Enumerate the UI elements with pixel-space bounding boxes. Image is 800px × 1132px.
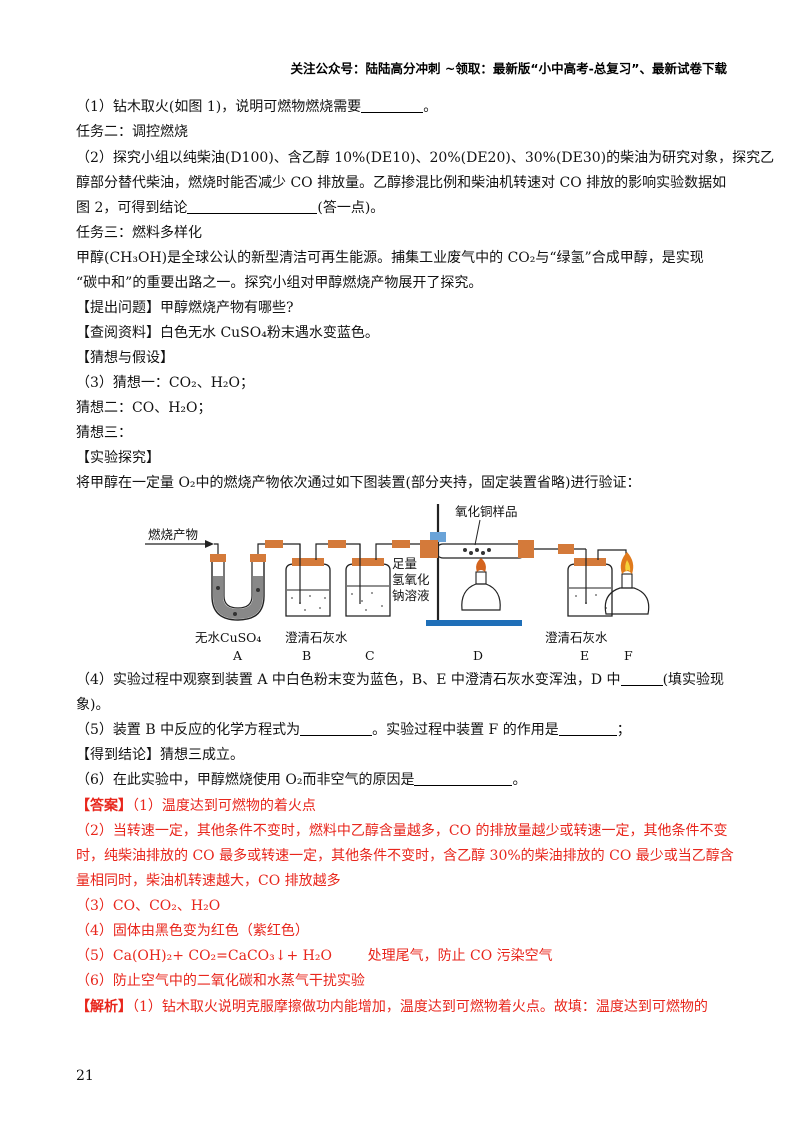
q6-line: （6）在此实验中，甲醇燃烧使用 O₂而非空气的原因是 。 <box>76 770 526 790</box>
alcohol-lamp-f <box>604 552 650 615</box>
bottle-b <box>285 540 361 617</box>
inlet-label: 燃烧产物 <box>148 527 198 542</box>
question-1: （1）钻木取火(如图 1)，说明可燃物燃烧需要 。 <box>76 97 437 117</box>
answer-blank <box>414 771 513 786</box>
label-e-reagent: 澄清石灰水 <box>545 630 608 645</box>
apparatus-diagram: 燃烧产物 足量 氢氧化 钠溶液 <box>145 504 650 663</box>
q5-text: （5）装置 B 中反应的化学方程式为 <box>76 722 301 738</box>
conclusion-heading: 【得到结论】猜想三成立。 <box>76 747 244 763</box>
answer-4: （4）固体由黑色变为红色（紫红色） <box>76 923 309 939</box>
answer-2-line2: 时，纯柴油排放的 CO 最多或转速一定，其他条件不变时，含乙醇 30%的柴油排放… <box>76 848 734 864</box>
guess-2: 猜想二：CO、H₂O； <box>76 400 212 416</box>
q4-line2: 象)。 <box>76 697 110 713</box>
analysis-tag: 【解析】 <box>76 999 132 1015</box>
page-header: 关注公众号：陆陆高分冲刺 ~领取：最新版“小中高考-总复习”、最新试卷下载 <box>290 61 727 76</box>
answer-6: （6）防止空气中的二氧化碳和水蒸气干扰实验 <box>76 973 365 989</box>
q4-end: (填实验现 <box>662 672 725 688</box>
naoh-label-2: 氢氧化 <box>392 572 430 587</box>
q1-end: 。 <box>423 99 438 115</box>
letter-d: D <box>473 648 483 663</box>
letter-a: A <box>232 648 243 663</box>
intro-line1: 甲醇(CH₃OH)是全球公认的新型清洁可再生能源。捕集工业废气中的 CO₂与“绿… <box>76 250 704 266</box>
analysis-line: 【解析】（1）钻木取火说明克服摩擦做功内能增加，温度达到可燃物着火点。故填：温度… <box>76 997 708 1017</box>
q2-line2: 醇部分替代柴油，燃烧时能否减少 CO 排放量。乙醇掺混比例和柴油机转速对 CO … <box>76 175 727 191</box>
analysis-text: （1）钻木取火说明克服摩擦做功内能增加，温度达到可燃物着火点。故填：温度达到可燃… <box>132 999 708 1015</box>
guess-3: 猜想三： <box>76 425 132 441</box>
q6-end: 。 <box>512 772 527 788</box>
letter-f: F <box>624 648 633 663</box>
answer-blank <box>300 721 373 736</box>
naoh-label-1: 足量 <box>392 556 417 571</box>
q5-end: ； <box>616 722 631 738</box>
tube-d-stand: 氧化铜样品 <box>420 504 586 626</box>
q2-text: 图 2，可得到结论 <box>76 200 188 216</box>
q4-line1: （4）实验过程中观察到装置 A 中白色粉末变为蓝色，B、E 中澄清石灰水变浑浊，… <box>76 670 724 690</box>
answer-2-line3: 量相同时，柴油机转速越大，CO 排放越多 <box>76 873 341 889</box>
q1-text: （1）钻木取火(如图 1)，说明可燃物燃烧需要 <box>76 99 362 115</box>
letter-b: B <box>302 648 311 663</box>
intro-line2: “碳中和”的重要出路之一。探究小组对甲醇燃烧产物展开了探究。 <box>76 275 483 291</box>
answer-line1: 【答案】（1）温度达到可燃物的着火点 <box>76 796 316 816</box>
answer-blank <box>187 199 318 214</box>
experiment-heading: 【实验探究】 <box>76 450 160 466</box>
q2-line3: 图 2，可得到结论 (答一点)。 <box>76 198 384 218</box>
letter-c: C <box>365 648 375 663</box>
answer-1: （1）温度达到可燃物的着火点 <box>132 798 316 814</box>
page-number: 21 <box>76 1068 94 1084</box>
reference-heading: 【查阅资料】白色无水 CuSO₄粉末遇水变蓝色。 <box>76 325 379 341</box>
q2-end: (答一点)。 <box>317 200 385 216</box>
sample-label: 氧化铜样品 <box>455 504 518 519</box>
q5-line: （5）装置 B 中反应的化学方程式为 。实验过程中装置 F 的作用是 ； <box>76 720 631 740</box>
q6-text: （6）在此实验中，甲醇燃烧使用 O₂而非空气的原因是 <box>76 772 415 788</box>
arrow-head-icon <box>205 540 214 548</box>
question-heading: 【提出问题】甲醇燃烧产物有哪些? <box>76 300 294 316</box>
answer-blank <box>620 671 663 686</box>
task2-heading: 任务二：调控燃烧 <box>76 124 188 140</box>
letter-e: E <box>580 648 589 663</box>
guess-1: （3）猜想一：CO₂、H₂O； <box>76 375 255 391</box>
label-a-reagent: 无水CuSO₄ <box>195 630 261 645</box>
hypothesis-heading: 【猜想与假设】 <box>76 350 174 366</box>
experiment-description: 将甲醇在一定量 O₂中的燃烧产物依次通过如下图装置(部分夹持，固定装置省略)进行… <box>76 475 641 491</box>
bottle-c: 足量 氢氧化 钠溶液 <box>345 540 436 617</box>
answer-3: （3）CO、CO₂、H₂O <box>76 898 221 914</box>
naoh-label-3: 钠溶液 <box>392 588 430 603</box>
q5-mid: 。实验过程中装置 F 的作用是 <box>372 722 559 738</box>
answer-5: （5）Ca(OH)₂+ CO₂=CaCO₃↓+ H₂O 处理尾气，防止 CO 污… <box>76 948 553 964</box>
answer-tag: 【答案】 <box>76 798 132 814</box>
answer-blank <box>361 98 424 113</box>
bottle-e <box>567 549 627 617</box>
q2-line1: （2）探究小组以纯柴油(D100)、含乙醇 10%(DE10)、20%(DE20… <box>76 150 775 166</box>
task3-heading: 任务三：燃料多样化 <box>76 225 202 241</box>
answer-blank <box>558 721 617 736</box>
label-b-reagent: 澄清石灰水 <box>285 630 348 645</box>
answer-2-line1: （2）当转速一定，其他条件不变时，燃料中乙醇含量越多，CO 的排放量越少或转速一… <box>76 823 728 839</box>
q4-text: （4）实验过程中观察到装置 A 中白色粉末变为蓝色，B、E 中澄清石灰水变浑浊，… <box>76 672 621 688</box>
